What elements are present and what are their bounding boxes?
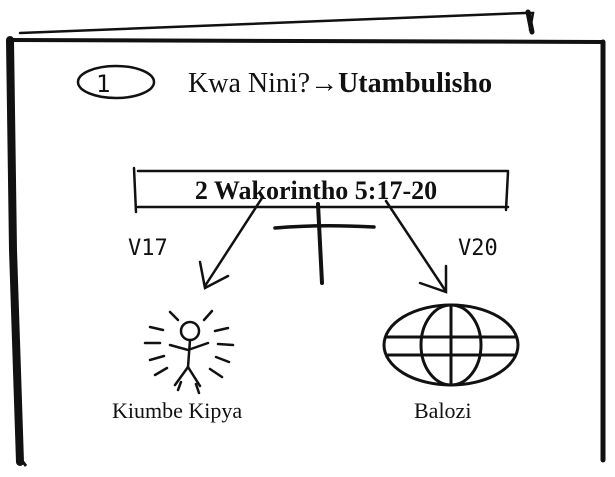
left-arrow (198, 196, 264, 290)
verse-label-left: V17 (128, 236, 168, 261)
back-sheet-edge (18, 11, 535, 35)
reference-box (132, 166, 510, 214)
step-number: 1 (96, 70, 111, 98)
card-heading: Kwa Nini?→Utambulisho (188, 68, 492, 100)
card-bottom-left-tick (18, 457, 28, 467)
step-oval (76, 64, 156, 100)
globe-icon (382, 303, 520, 387)
card-top-edge (7, 38, 605, 44)
heading-prefix: Kwa Nini?→ (188, 68, 339, 99)
heading-identity: Utambulisho (338, 68, 493, 99)
right-arrow (384, 199, 448, 294)
radiant-person-icon (143, 309, 235, 395)
back-sheet-tab (525, 9, 535, 35)
caption-new-creation: Kiumbe Kipya (112, 398, 243, 423)
caption-ambassador: Balozi (414, 398, 472, 423)
verse-label-right: V20 (458, 236, 498, 261)
card-left-edge (6, 36, 24, 466)
cross-icon (273, 202, 376, 285)
scripture-reference: 2 Wakorintho 5:17-20 (194, 176, 438, 205)
